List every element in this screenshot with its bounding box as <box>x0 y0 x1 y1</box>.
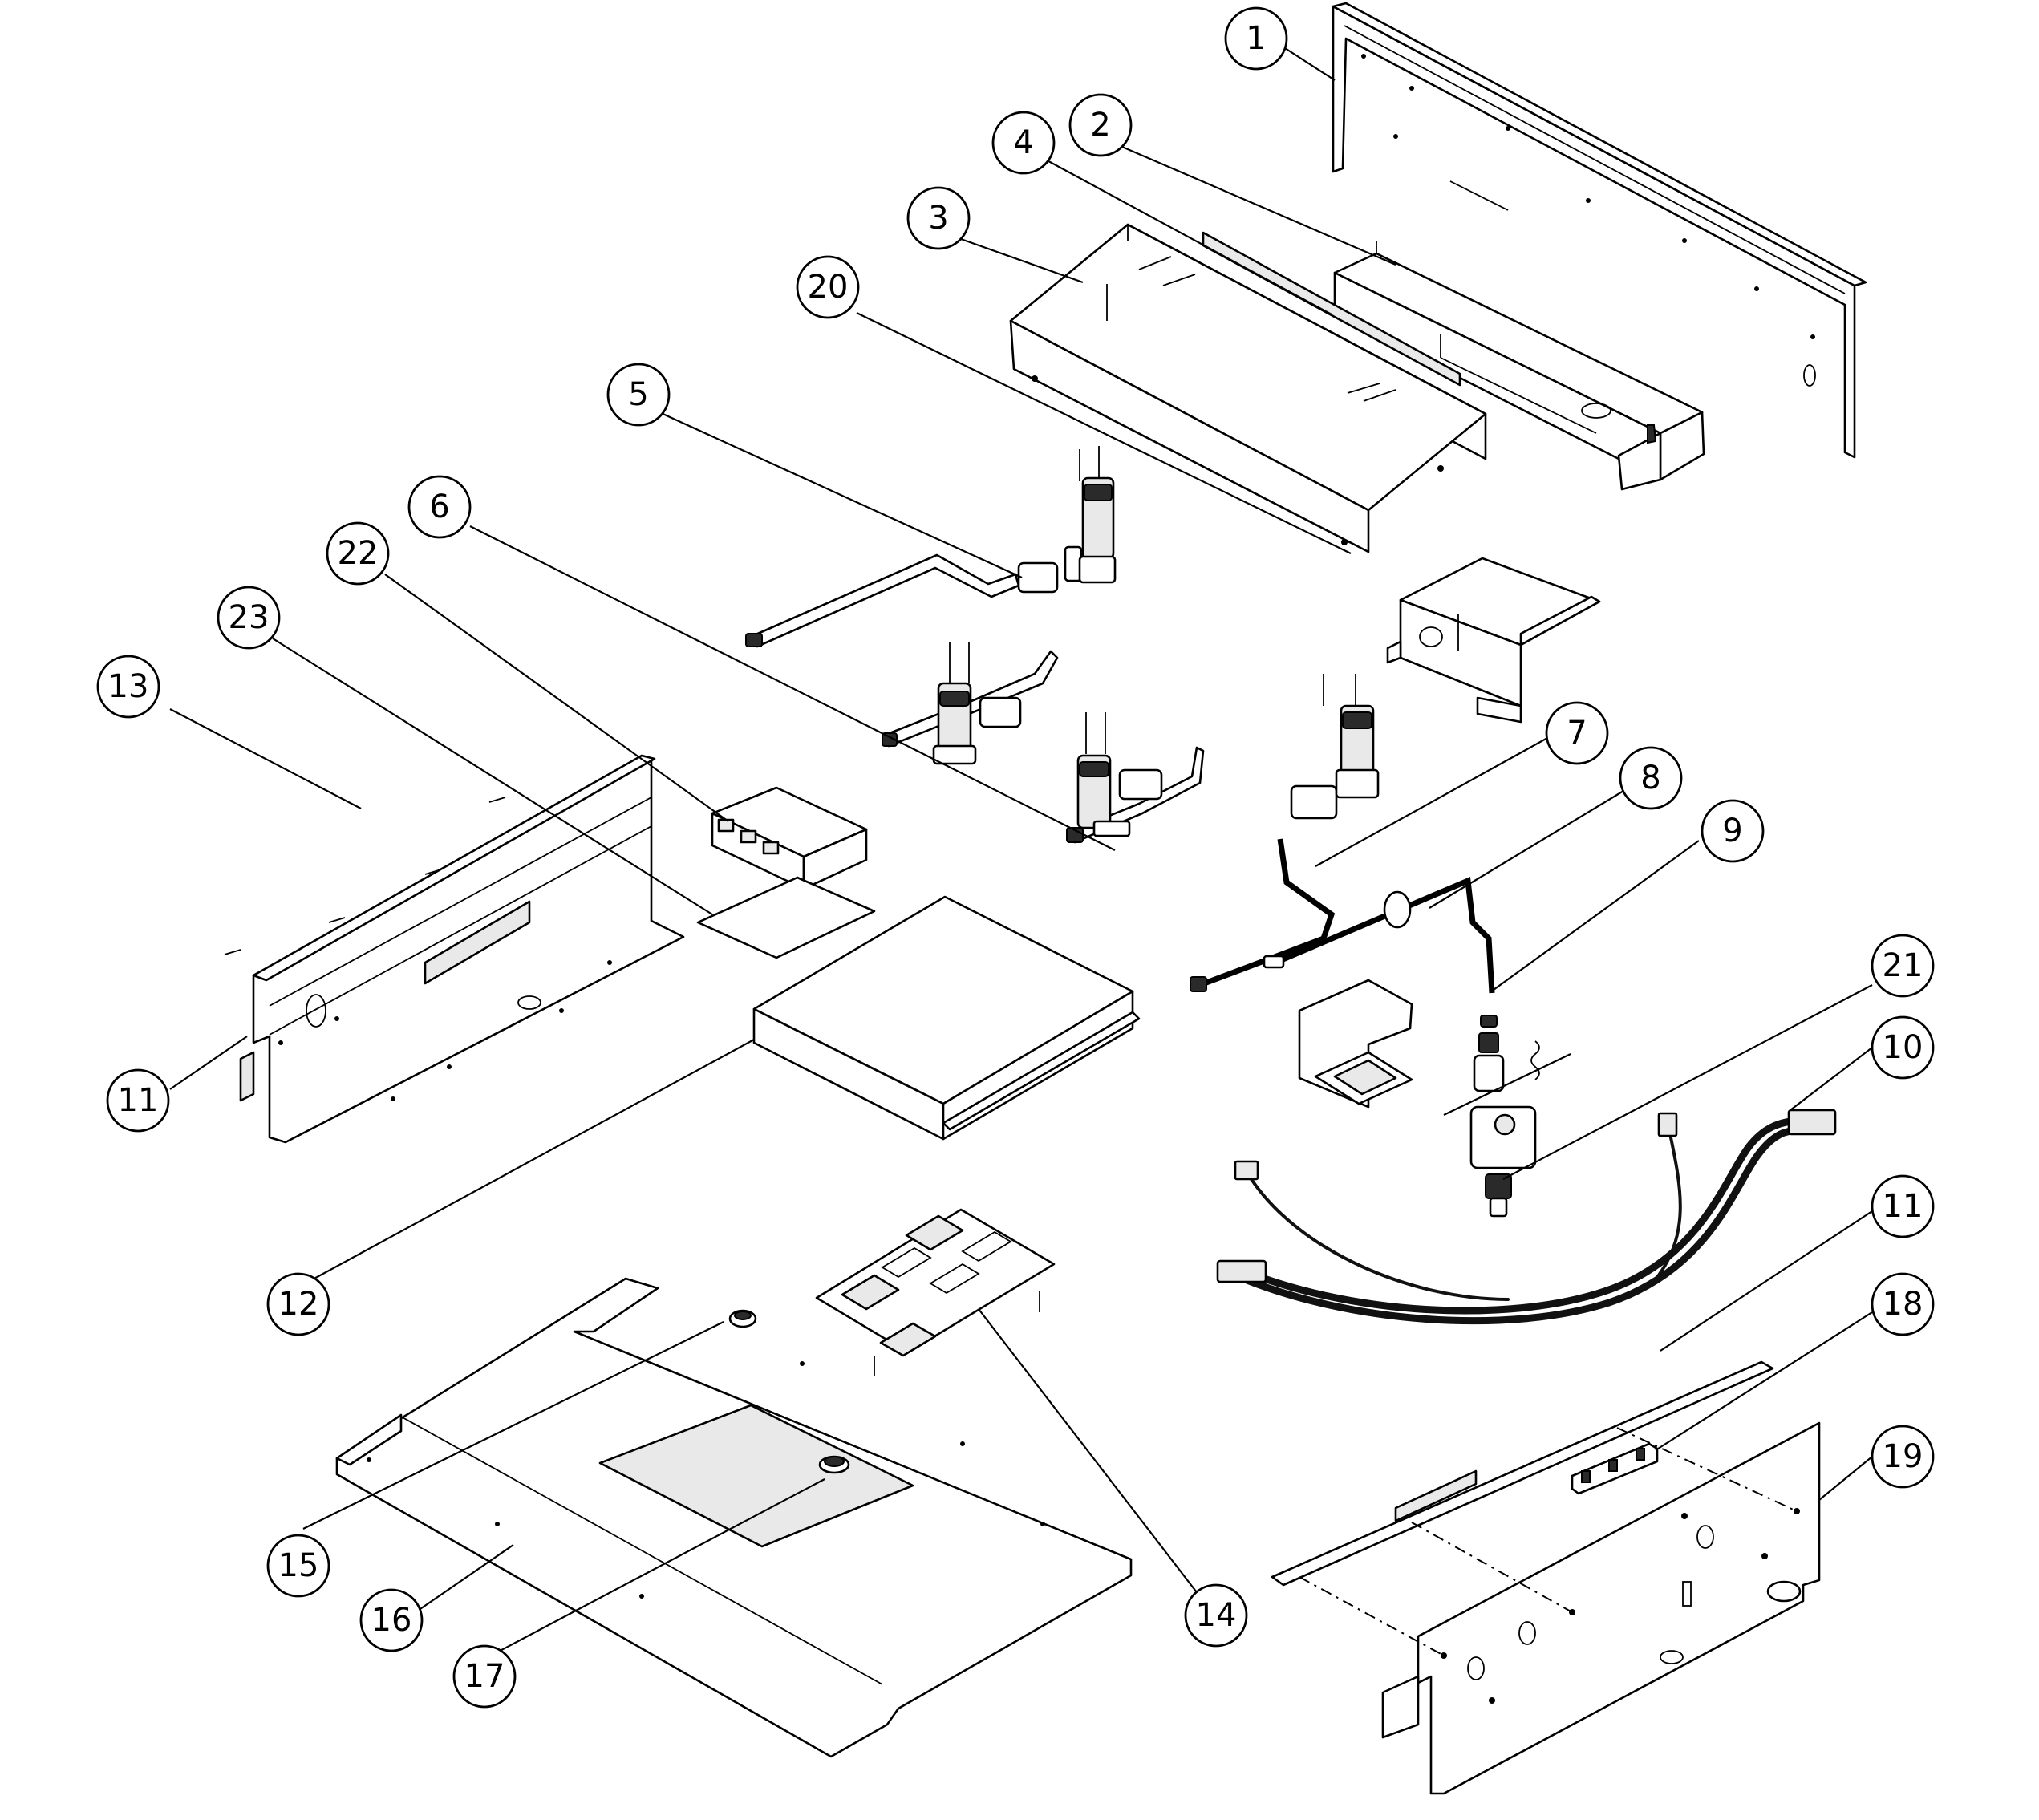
svg-text:21: 21 <box>1883 947 1923 984</box>
callout-14: 14 <box>1184 1583 1248 1648</box>
part-base-plate <box>335 1277 1133 1758</box>
callout-19: 19 <box>1871 1425 1935 1489</box>
part-upper-valve-tube <box>745 446 1117 648</box>
svg-text:14: 14 <box>1196 1597 1237 1634</box>
svg-text:1: 1 <box>1246 20 1266 57</box>
part-right-valve-tube <box>1190 674 1380 992</box>
svg-text:15: 15 <box>278 1547 319 1584</box>
svg-text:22: 22 <box>338 535 379 572</box>
callout-11-right: 11 <box>1871 1174 1935 1238</box>
svg-text:5: 5 <box>628 376 648 413</box>
svg-text:6: 6 <box>429 488 449 525</box>
part-gas-regulator <box>1469 1015 1540 1218</box>
callout-20: 20 <box>796 255 860 319</box>
part-gas-tube <box>1263 876 1495 994</box>
part-mounting-bracket <box>1298 979 1413 1109</box>
svg-text:17: 17 <box>464 1658 505 1695</box>
callout-15: 15 <box>266 1534 330 1598</box>
callout-16: 16 <box>359 1588 424 1652</box>
svg-text:4: 4 <box>1013 124 1033 161</box>
part-center-hood <box>1009 223 1487 553</box>
part-lower-valve <box>1066 712 1205 844</box>
part-rear-channel <box>1333 241 1705 491</box>
callout-10: 10 <box>1871 1015 1935 1080</box>
callout-17: 17 <box>452 1644 517 1709</box>
callout-7: 7 <box>1545 701 1609 765</box>
callout-21: 21 <box>1871 934 1935 998</box>
part-circuit-board <box>815 1208 1056 1376</box>
callout-8: 8 <box>1619 746 1683 810</box>
callout-22: 22 <box>326 521 390 586</box>
callout-12: 12 <box>266 1272 330 1336</box>
svg-text:11: 11 <box>118 1082 159 1119</box>
svg-text:18: 18 <box>1883 1286 1923 1323</box>
svg-text:10: 10 <box>1883 1029 1923 1066</box>
svg-text:7: 7 <box>1567 715 1587 752</box>
part-insulation-tray <box>752 895 1141 1141</box>
callout-5: 5 <box>606 363 671 427</box>
svg-text:16: 16 <box>371 1602 412 1639</box>
callout-9: 9 <box>1701 799 1765 863</box>
svg-text:20: 20 <box>808 269 849 306</box>
svg-text:3: 3 <box>928 200 948 237</box>
callout-11-left: 11 <box>106 1068 170 1133</box>
part-junction-box <box>1386 557 1601 724</box>
leader-lines <box>169 47 1873 1656</box>
svg-text:11: 11 <box>1883 1188 1923 1225</box>
callout-1: 1 <box>1224 6 1288 71</box>
callout-2: 2 <box>1068 93 1133 157</box>
svg-text:2: 2 <box>1090 107 1110 144</box>
part-back-panel <box>1332 2 1867 459</box>
callout-13: 13 <box>96 655 160 719</box>
svg-text:9: 9 <box>1722 813 1742 849</box>
svg-text:12: 12 <box>278 1286 319 1323</box>
callout-18: 18 <box>1871 1272 1935 1336</box>
part-right-side-panel <box>1271 1360 1821 1795</box>
part-mid-valve <box>882 642 1059 765</box>
svg-text:19: 19 <box>1883 1438 1923 1475</box>
callout-6: 6 <box>407 475 472 539</box>
part-cover-plate <box>696 876 876 959</box>
part-wiring-harness <box>1216 1109 1837 1325</box>
part-left-side-panel <box>224 754 685 1144</box>
svg-text:13: 13 <box>108 668 149 705</box>
callout-3: 3 <box>906 186 971 250</box>
part-terminal-box <box>711 786 868 890</box>
callout-23: 23 <box>217 586 281 650</box>
svg-text:23: 23 <box>229 599 270 636</box>
svg-text:8: 8 <box>1640 760 1660 797</box>
callout-4: 4 <box>991 111 1056 175</box>
